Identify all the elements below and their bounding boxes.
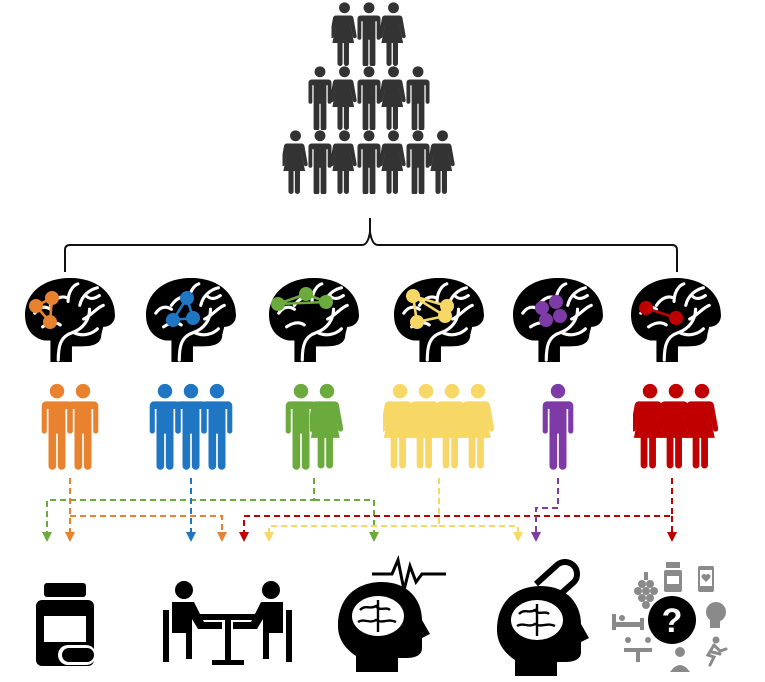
population-person-man (357, 130, 381, 194)
population-person-man (357, 2, 381, 66)
network-node (539, 313, 553, 327)
network-node (669, 311, 683, 325)
treatment-arrows (42, 478, 677, 542)
arrow-purple (535, 478, 559, 540)
population-brace (64, 218, 678, 272)
brace-line (64, 231, 678, 272)
subgroup-purple (511, 276, 605, 470)
runner-icon (712, 636, 720, 644)
brain-magnet-icon (497, 558, 589, 676)
treatments-row: ? (36, 554, 728, 676)
population-person-man (357, 66, 381, 130)
network-node (410, 315, 424, 329)
therapy-session-icon (163, 581, 292, 665)
network-node (43, 315, 57, 329)
arrow-head-yellow (513, 532, 523, 542)
subgroup-person-man (201, 383, 233, 470)
subgroup-orange (23, 276, 117, 470)
network-node (186, 311, 200, 325)
subgroup-person-man (542, 383, 574, 470)
population-pyramid (282, 2, 455, 194)
population-person-man (308, 130, 332, 194)
arrow-head-red (667, 532, 677, 542)
arrow-green (314, 499, 375, 540)
network-node (319, 295, 333, 309)
population-person-woman (380, 130, 406, 194)
network-node (553, 309, 567, 323)
population-person-man (308, 66, 332, 130)
arrow-head-green (42, 532, 52, 542)
meeting-icon (624, 648, 652, 652)
question-cluster-icon: ? (612, 562, 728, 672)
arrow-head-orange (65, 532, 75, 542)
network-node (438, 309, 452, 323)
grapes-icon (644, 572, 648, 580)
small-brain-icon (706, 602, 726, 622)
arrow-head-green (369, 532, 379, 542)
bed-icon (612, 614, 616, 630)
arrow-head-purple (531, 532, 541, 542)
population-person-man (406, 66, 430, 130)
population-person-woman (429, 130, 455, 194)
doctor-icon (675, 647, 685, 657)
population-person-woman (380, 66, 406, 130)
arrow-green (46, 478, 315, 540)
network-node (29, 299, 43, 313)
network-node (299, 287, 313, 301)
population-person-woman (331, 2, 357, 66)
question-circle (648, 596, 696, 644)
population-person-woman (380, 2, 406, 66)
brain-icon (23, 276, 117, 364)
population-person-woman (331, 66, 357, 130)
network-node (639, 301, 653, 315)
arrow-head-orange (217, 532, 227, 542)
subgroup-green (267, 276, 361, 470)
network-node (535, 301, 549, 315)
subgroup-blue (144, 276, 238, 470)
subgroup-person-woman (310, 383, 344, 469)
arrow-red (243, 478, 673, 540)
network-node (549, 295, 563, 309)
brain-folds (516, 604, 556, 636)
subgroup-person-man (67, 383, 99, 470)
brain-icon (392, 276, 486, 364)
network-node (166, 313, 180, 327)
signal-wave (372, 554, 446, 591)
subgroups-row (23, 276, 723, 470)
population-person-man (406, 130, 430, 194)
question-mark: ? (662, 602, 683, 640)
small-bottle-icon (666, 562, 680, 568)
subgroup-person-woman (461, 383, 495, 469)
brain-signal-icon (338, 554, 446, 672)
brain-icon (267, 276, 361, 364)
subgroup-red (629, 276, 723, 469)
network-node (180, 291, 194, 305)
pill-bottle-icon (36, 583, 96, 666)
arrow-orange (70, 515, 223, 540)
arrow-yellow (439, 525, 519, 540)
population-person-woman (331, 130, 357, 194)
arrow-head-blue (186, 532, 196, 542)
subgroup-yellow (383, 276, 495, 469)
brain-folds (357, 600, 397, 632)
arrow-head-yellow (264, 532, 274, 542)
arrow-head-red (239, 532, 249, 542)
subgroup-person-woman (685, 383, 719, 469)
magnet-arc (533, 558, 581, 601)
network-node (271, 297, 285, 311)
network-node (45, 291, 59, 305)
network-node (406, 289, 420, 303)
population-person-woman (282, 130, 308, 194)
arrow-yellow (268, 478, 440, 540)
network-edge (277, 300, 327, 306)
